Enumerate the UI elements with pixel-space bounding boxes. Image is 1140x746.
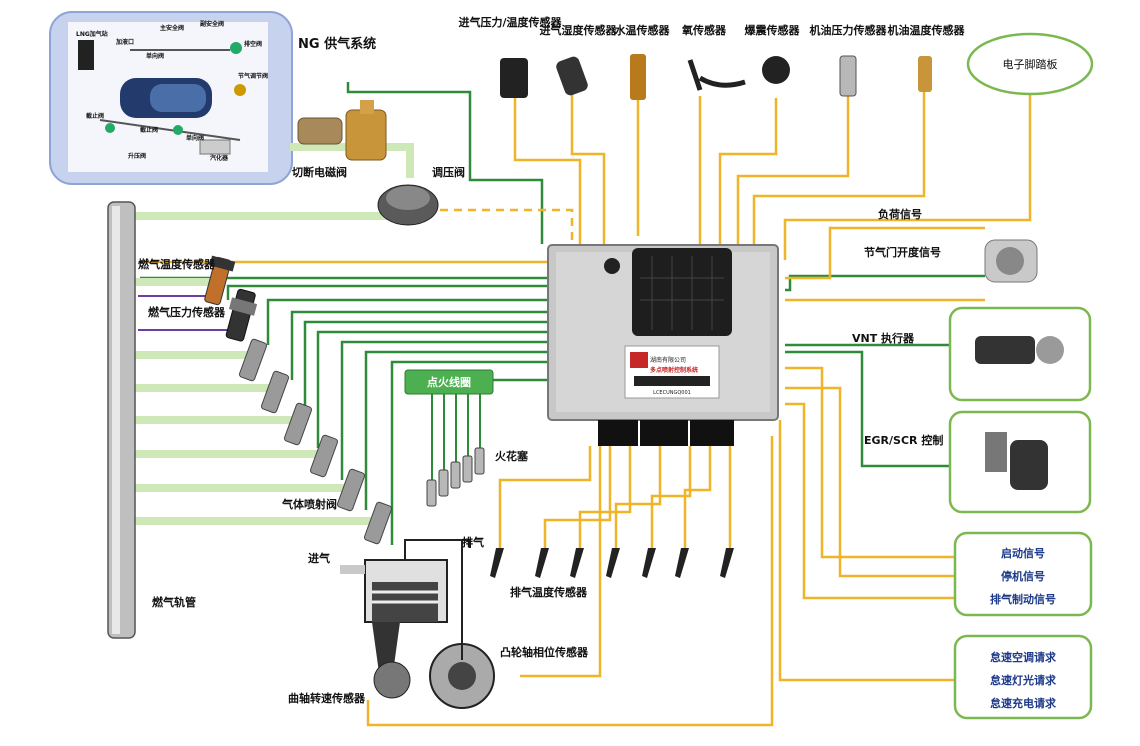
svg-text:进气湿度传感器: 进气湿度传感器 — [540, 23, 618, 37]
throttle-body — [984, 239, 1038, 283]
svg-text:单向阀: 单向阀 — [186, 134, 204, 142]
egr-label: EGR/SCR 控制 — [864, 433, 943, 447]
fuel-temp-label: 燃气温度传感器 — [137, 257, 216, 271]
fuel-rail — [107, 201, 136, 639]
svg-text:排空阀: 排空阀 — [244, 40, 262, 48]
top-sensor-labels: 进气压力/温度传感器 进气湿度传感器 水温传感器 氧传感器 爆震传感器 机油压力… — [458, 15, 965, 37]
svg-text:停机信号: 停机信号 — [1001, 569, 1045, 583]
svg-text:LNG加气站: LNG加气站 — [76, 30, 108, 38]
svg-text:主安全阀: 主安全阀 — [160, 24, 184, 32]
ng-supply-panel: LNG加气站 加液口 主安全阀 副安全阀 单向阀 排空阀 节气调节阀 截止阀 截… — [49, 11, 293, 185]
injector-label: 气体喷射阀 — [281, 497, 337, 511]
pressure-regulator — [377, 184, 439, 226]
crank-sensor-label: 曲轴转速传感器 — [288, 691, 366, 705]
ecu-unit: 湖南有限公司 多点喷射控制系统 LCECUNGQ001 — [547, 244, 779, 446]
vnt-actuator-box — [948, 306, 1092, 402]
vent-valve-icon — [230, 42, 242, 54]
fuel-pressure-sensor — [225, 288, 258, 342]
vaporizer-icon — [199, 139, 231, 155]
knock-sensor-icon — [762, 56, 790, 84]
rail-label: 燃气轨管 — [151, 595, 196, 609]
svg-text:机油压力传感器: 机油压力传感器 — [810, 23, 888, 37]
intake-label: 进气 — [308, 551, 330, 565]
oxygen-sensor-icon — [687, 59, 746, 91]
gas-pipes — [130, 143, 414, 525]
exhaust-temp-sensors — [490, 548, 734, 578]
ignition-coil-box: 点火线圈 — [404, 369, 494, 395]
svg-text:汽化器: 汽化器 — [210, 154, 229, 162]
green-wires — [140, 82, 985, 545]
coil-wires — [431, 394, 481, 480]
intake-pressure-sensor-icon — [500, 58, 528, 98]
ignition-coil-label: 点火线圈 — [427, 375, 471, 389]
intake-humidity-sensor-icon — [556, 56, 588, 96]
lng-station-icon — [78, 40, 94, 70]
engine-cylinder — [340, 539, 495, 709]
svg-text:截止阀: 截止阀 — [140, 126, 158, 134]
cutoff-solenoid-valve — [297, 100, 387, 161]
top-sensor-icons — [500, 54, 932, 100]
orange-wires — [140, 92, 1032, 727]
signal-group-2: 怠速空调请求 怠速灯光请求 怠速充电请求 — [953, 634, 1093, 720]
svg-text:排气制动信号: 排气制动信号 — [990, 592, 1056, 606]
throttle-signal-label: 节气门开度信号 — [864, 245, 941, 259]
svg-text:进气压力/温度传感器: 进气压力/温度传感器 — [458, 15, 562, 29]
svg-text:LCECUNGQ001: LCECUNGQ001 — [653, 390, 691, 396]
signal-group-1: 启动信号 停机信号 排气制动信号 — [953, 531, 1093, 617]
svg-text:怠速灯光请求: 怠速灯光请求 — [990, 673, 1057, 687]
svg-text:启动信号: 启动信号 — [1001, 546, 1045, 560]
svg-text:湖南有限公司: 湖南有限公司 — [650, 356, 686, 364]
exhaust-label: 排气 — [462, 535, 484, 549]
svg-text:节气调节阀: 节气调节阀 — [238, 72, 268, 80]
svg-text:多点喷射控制系统: 多点喷射控制系统 — [650, 366, 698, 374]
svg-text:升压阀: 升压阀 — [128, 152, 146, 160]
vnt-label: VNT 执行器 — [852, 331, 915, 345]
fuel-temp-sensor — [204, 255, 236, 306]
svg-text:机油温度传感器: 机油温度传感器 — [888, 23, 966, 37]
spark-plug-label: 火花塞 — [495, 449, 529, 463]
pedal-label: 电子脚踏板 — [1003, 57, 1058, 71]
gas-injectors — [238, 338, 393, 545]
ecu-logo-icon — [630, 352, 648, 368]
svg-text:截止阀: 截止阀 — [86, 112, 104, 120]
purple-wires — [138, 295, 230, 331]
water-temp-sensor-icon — [630, 54, 646, 100]
oil-temp-sensor-icon — [918, 56, 932, 92]
svg-text:怠速充电请求: 怠速充电请求 — [990, 696, 1057, 710]
ng-system-title: NG 供气系统 — [298, 36, 376, 52]
fuel-pressure-label: 燃气压力传感器 — [147, 305, 226, 319]
spark-plugs — [426, 447, 485, 507]
exhaust-temp-label: 排气温度传感器 — [510, 585, 588, 599]
svg-text:怠速空调请求: 怠速空调请求 — [990, 650, 1057, 664]
svg-text:单向阀: 单向阀 — [146, 52, 164, 60]
cam-sensor-label: 凸轮轴相位传感器 — [500, 645, 589, 659]
stop-valve-icon — [105, 123, 115, 133]
svg-text:副安全阀: 副安全阀 — [200, 20, 224, 28]
egr-actuator-box — [948, 410, 1092, 514]
cutoff-valve-label: 切断电磁阀 — [292, 165, 347, 179]
svg-text:氧传感器: 氧传感器 — [681, 23, 727, 37]
svg-text:水温传感器: 水温传感器 — [615, 23, 671, 37]
svg-text:爆震传感器: 爆震传感器 — [745, 23, 801, 37]
oil-pressure-sensor-icon — [839, 55, 857, 97]
electronic-pedal: 电子脚踏板 — [966, 32, 1094, 96]
svg-text:加液口: 加液口 — [115, 38, 134, 46]
load-signal-label: 负荷信号 — [878, 207, 922, 221]
regulator-label: 调压阀 — [432, 165, 465, 179]
